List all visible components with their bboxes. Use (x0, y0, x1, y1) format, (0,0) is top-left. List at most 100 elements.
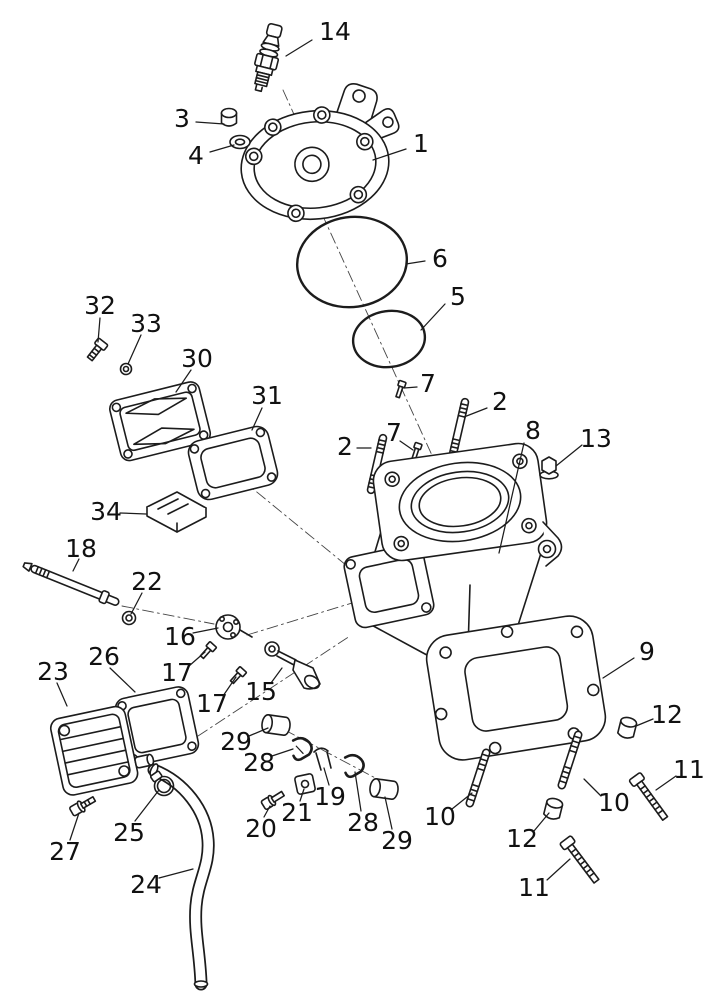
part-label-32-reed-bolt: 32 (84, 291, 116, 320)
part-label-15-exhaust-valve: 15 (245, 677, 277, 706)
part-label-4-washer: 4 (188, 141, 204, 170)
leader-line-33 (127, 334, 142, 365)
leader-line-10 (583, 778, 602, 797)
part-label-7-dowel-bolt: 7 (386, 418, 402, 447)
clip-left (291, 736, 313, 762)
part-label-17-screw: 17 (161, 658, 193, 687)
leader-lines (56, 39, 677, 881)
part-label-27-cover-bolt: 27 (49, 837, 81, 866)
cylinder-head (240, 83, 400, 223)
drain-hose (147, 763, 215, 991)
leader-line-7 (403, 386, 418, 389)
leader-line-1 (372, 148, 407, 161)
leader-line-11 (655, 775, 677, 791)
leader-line-5 (420, 303, 446, 331)
part-label-29-bushing: 29 (381, 826, 413, 855)
cylinder-stud-left (465, 748, 491, 808)
part-label-6-o-ring-large: 6 (432, 244, 448, 273)
leader-line-18 (72, 558, 80, 572)
leader-line-34 (119, 512, 147, 515)
flange-bolt-right (628, 772, 669, 821)
part-label-10-cylinder-stud: 10 (598, 788, 630, 817)
part-label-28-clip: 28 (243, 748, 275, 777)
leader-line-12 (635, 718, 654, 727)
part-label-25-hose-clamp: 25 (113, 818, 145, 847)
part-label-13-flange-nut: 13 (580, 424, 612, 453)
part-label-17-screw: 17 (196, 689, 228, 718)
part-label-2-stud: 2 (337, 432, 353, 461)
part-label-3-cap: 3 (174, 104, 190, 133)
leader-line-4 (209, 144, 235, 153)
reed-gasket (187, 425, 279, 501)
leader-line-9 (602, 657, 635, 679)
o-ring-large (295, 215, 409, 309)
leader-line-6 (405, 260, 426, 265)
leader-line-8 (498, 442, 525, 554)
part-label-10-cylinder-stud: 10 (424, 802, 456, 831)
clip-right (343, 753, 365, 779)
part-label-16-governor-valve: 16 (164, 622, 196, 651)
breather-cap (220, 107, 238, 127)
cylinder-stud-right (557, 730, 583, 790)
leader-line-23 (56, 682, 68, 707)
governor-valve (215, 614, 253, 640)
leader-line-17 (188, 651, 206, 667)
cover-bolt (69, 796, 97, 817)
part-label-11-flange-bolt: 11 (518, 873, 550, 902)
reed-petals (146, 491, 207, 533)
leader-line-11 (546, 858, 571, 881)
part-label-2-stud: 2 (492, 387, 508, 416)
leader-line-31 (251, 407, 263, 431)
part-label-34-reed-petals: 34 (90, 497, 122, 526)
part-label-1-cylinder-head: 1 (413, 129, 429, 158)
leader-line-28 (271, 748, 294, 757)
cover-gasket (114, 686, 200, 766)
flange-nut (539, 456, 559, 480)
stud-right (448, 397, 470, 459)
reed-bolt (86, 337, 109, 362)
rod-washer (121, 610, 137, 626)
leader-line-17 (222, 676, 237, 697)
leader-line-12 (533, 812, 550, 832)
leader-line-29 (248, 727, 269, 737)
leader-line-30 (175, 369, 192, 393)
hose-clamp (149, 770, 175, 797)
governor-screw-lower (229, 666, 248, 685)
leader-line-27 (69, 812, 80, 841)
valve-rod (22, 562, 120, 606)
bushing-right (369, 778, 399, 800)
leader-line-20 (263, 805, 271, 818)
part-label-12-cap-nut: 12 (651, 700, 683, 729)
dowel-bolt-top (395, 379, 407, 399)
reed-washer (119, 362, 133, 376)
part-label-7-dowel-bolt: 7 (420, 369, 436, 398)
flange-bolt-bottom (559, 835, 600, 884)
leader-line-14 (285, 39, 313, 57)
part-label-26-cover-gasket: 26 (88, 642, 120, 671)
part-label-28-clip: 28 (347, 808, 379, 837)
part-label-12-cap-nut: 12 (506, 824, 538, 853)
part-label-14-spark-plug: 14 (319, 17, 351, 46)
bushing-left (261, 714, 291, 736)
part-label-33-reed-washer: 33 (130, 309, 162, 338)
spark-plug (254, 22, 283, 93)
leader-line-19 (323, 767, 330, 786)
leader-line-24 (158, 868, 194, 879)
governor-screw-upper (199, 641, 218, 660)
cap-washer (229, 134, 251, 150)
leader-line-21 (299, 788, 305, 802)
valve-plate (294, 773, 316, 795)
part-label-22-rod-washer: 22 (131, 567, 163, 596)
leader-line-22 (130, 592, 143, 615)
part-label-23-side-cover: 23 (37, 657, 69, 686)
base-gasket (425, 615, 607, 761)
part-label-24-drain-hose: 24 (130, 870, 162, 899)
side-cover (49, 705, 155, 796)
exhaust-valve (264, 641, 321, 690)
part-label-5-o-ring-small: 5 (450, 282, 466, 311)
cap-nut-right (616, 716, 638, 739)
o-ring-small (351, 309, 427, 369)
retainer-clip (313, 747, 332, 771)
reed-valve-assembly (109, 381, 212, 462)
